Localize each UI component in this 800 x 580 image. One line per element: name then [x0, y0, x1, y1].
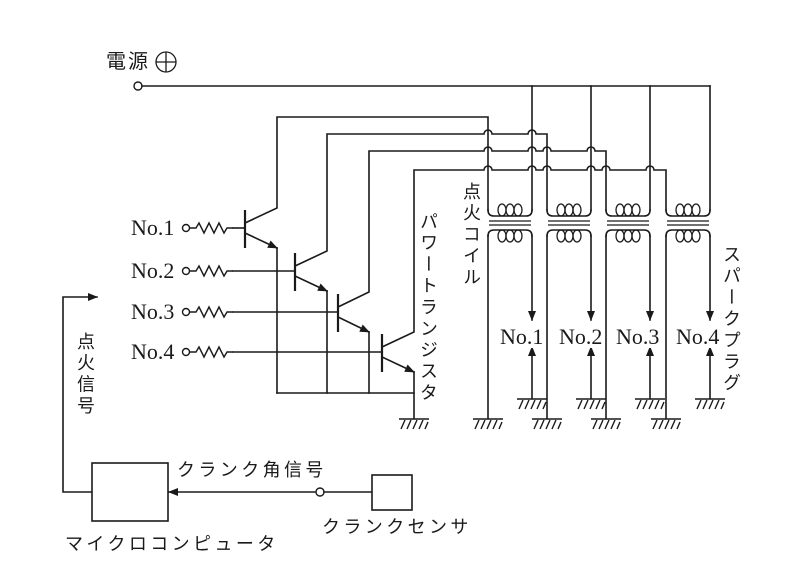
- crank-sensor-box: [371, 474, 413, 511]
- transistor-input-label-1: No.1: [131, 215, 175, 240]
- spark-plug-label-3: No.3: [616, 324, 660, 349]
- input-terminal-1: [181, 223, 191, 233]
- resistor-3: [189, 306, 234, 318]
- ignition-coil-3: [590, 203, 666, 430]
- collector-wire-1: [243, 116, 489, 225]
- ground-symbol-plug-1: [516, 398, 548, 410]
- iron-core-1: [489, 220, 531, 226]
- primary-winding-4: [665, 209, 711, 217]
- iron-core-4: [667, 220, 709, 226]
- ground-symbol-coil-4: [650, 418, 682, 430]
- ignition-signal-line: [62, 293, 98, 493]
- power-supply: [133, 51, 711, 211]
- spark-plug-label-2: No.2: [559, 324, 603, 349]
- ground-symbol-transistors: [398, 418, 430, 430]
- iron-core-2: [548, 220, 590, 226]
- transistor-input-label-2: No.2: [131, 258, 175, 283]
- secondary-winding-2: [546, 229, 592, 237]
- resistor-1: [189, 222, 234, 234]
- secondary-winding-3: [605, 229, 651, 237]
- ground-symbol-coil-3: [590, 418, 622, 430]
- ground-symbol-plug-4: [694, 398, 726, 410]
- ignition-coil-1: [472, 203, 548, 430]
- ignition-coil-2: [531, 203, 607, 430]
- input-terminal-4: [181, 347, 191, 357]
- resistor-4: [189, 346, 234, 358]
- emitter-arrow-2: [293, 274, 329, 293]
- crank-sensor-label: クランクセンサ: [322, 517, 472, 538]
- collector-wire-2: [293, 129, 548, 268]
- ignition-coil-label: 点火コイル: [460, 182, 481, 289]
- transistor-2: [181, 253, 329, 394]
- primary-winding-2: [546, 209, 592, 217]
- emitter-arrow-4: [380, 355, 416, 374]
- ignition-signal-label: 点火信号: [74, 332, 95, 418]
- resistor-2: [189, 265, 234, 277]
- spark-plug-label: スパークプラグ: [720, 245, 741, 395]
- power-terminal: [133, 81, 143, 91]
- ground-symbol-plug-3: [634, 398, 666, 410]
- emitter-arrow-3: [336, 315, 371, 334]
- spark-plug-label-4: No.4: [676, 324, 720, 349]
- primary-winding-1: [487, 209, 533, 217]
- transistor-4: [181, 334, 416, 419]
- transistor-input-label-4: No.4: [131, 339, 175, 364]
- primary-winding-3: [605, 209, 651, 217]
- ignition-coil-4: [650, 203, 726, 430]
- crank-signal-terminal: [315, 487, 325, 497]
- iron-core-3: [607, 220, 649, 226]
- collector-wire-4: [380, 165, 667, 349]
- secondary-winding-1: [487, 229, 533, 237]
- transistor-3: [181, 294, 371, 394]
- collector-wire-3: [336, 146, 607, 309]
- ground-symbol-coil-2: [531, 418, 563, 430]
- microcomputer-box: [91, 462, 169, 522]
- emitter-arrow-1: [243, 231, 279, 250]
- microcomputer-label: マイクロコンピュータ: [65, 534, 279, 555]
- crank-angle-signal-label: クランク角信号: [177, 460, 327, 481]
- ground-symbol-coil-1: [472, 418, 504, 430]
- positive-terminal-icon: [155, 51, 177, 73]
- spark-plug-label-1: No.1: [500, 324, 544, 349]
- power-transistor-label: パワートランジスタ: [417, 212, 438, 405]
- transistor-input-label-3: No.3: [131, 299, 175, 324]
- secondary-winding-4: [665, 229, 711, 237]
- collector-wires: [243, 116, 667, 349]
- power-label: 電源: [106, 49, 150, 73]
- transistor-1: [181, 210, 279, 394]
- ground-symbol-plug-2: [575, 398, 607, 410]
- input-terminal-3: [181, 307, 191, 317]
- input-terminal-2: [181, 266, 191, 276]
